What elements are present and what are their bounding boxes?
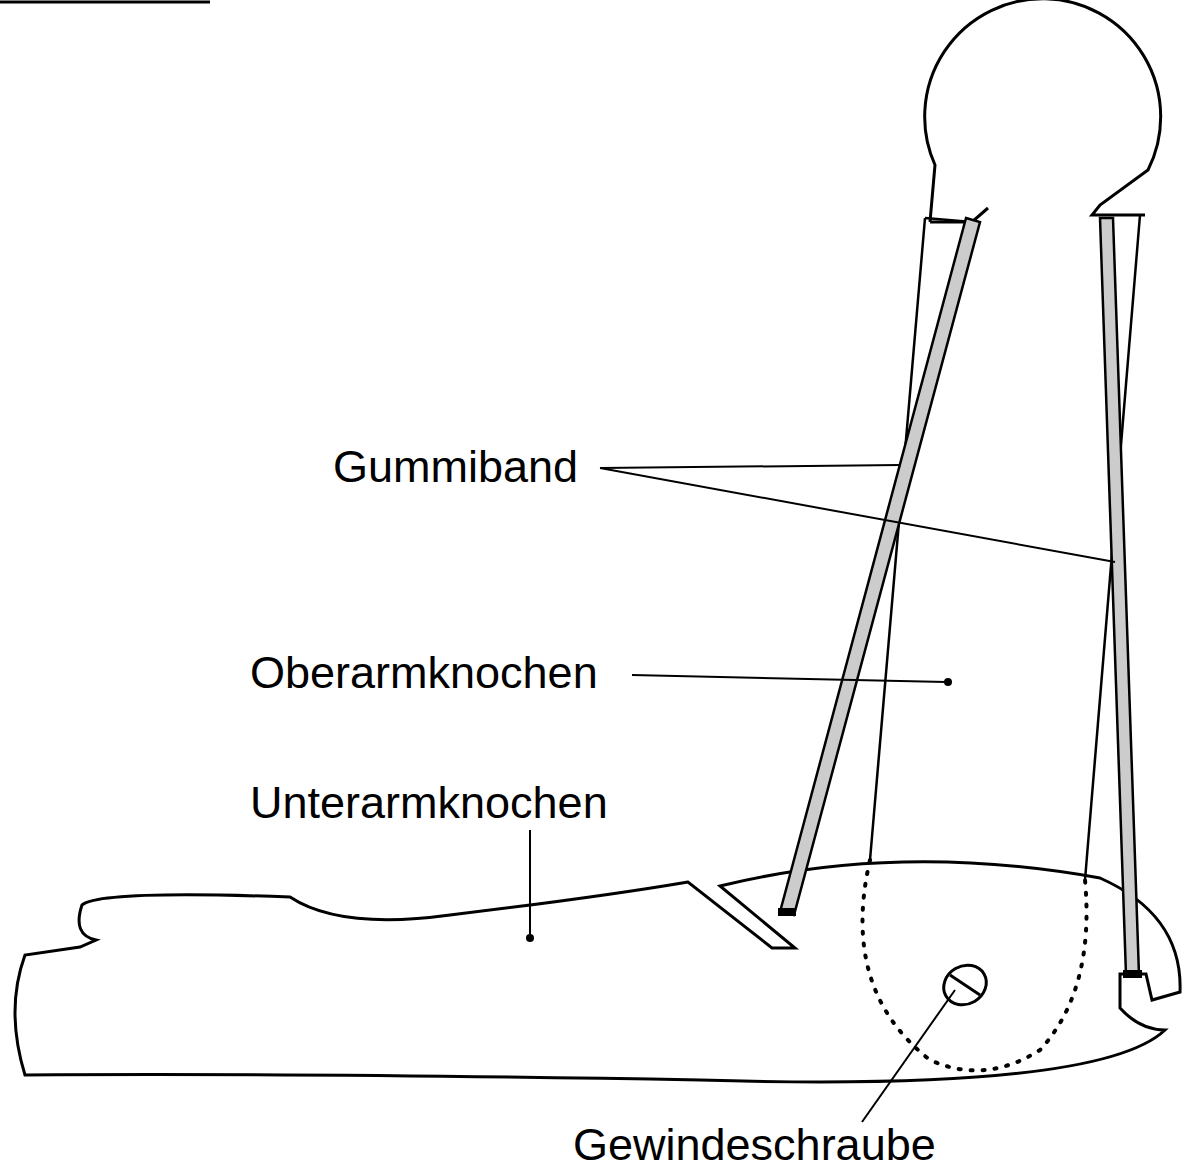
leader-line [632,675,946,682]
part-label: Unterarmknochen [250,778,608,828]
part-label: Gummiband [333,442,578,492]
part-label: Gewindeschraube [573,1120,936,1170]
band-clip [1123,970,1142,978]
shoulder-ball [925,0,1161,222]
band-clip [778,908,796,916]
rubber-band-front [780,218,980,915]
leader-line [600,465,900,468]
leader-line [600,468,1115,562]
forearm-bone [15,862,1180,1082]
part-label: Oberarmknochen [250,648,598,698]
leader-line [862,990,955,1122]
humerus-left-edge [870,218,925,860]
rubber-band-back [1100,218,1139,975]
top-rule [0,1,210,4]
leader-dot [526,934,534,942]
leader-dot [944,678,952,686]
leader-line [529,830,531,936]
